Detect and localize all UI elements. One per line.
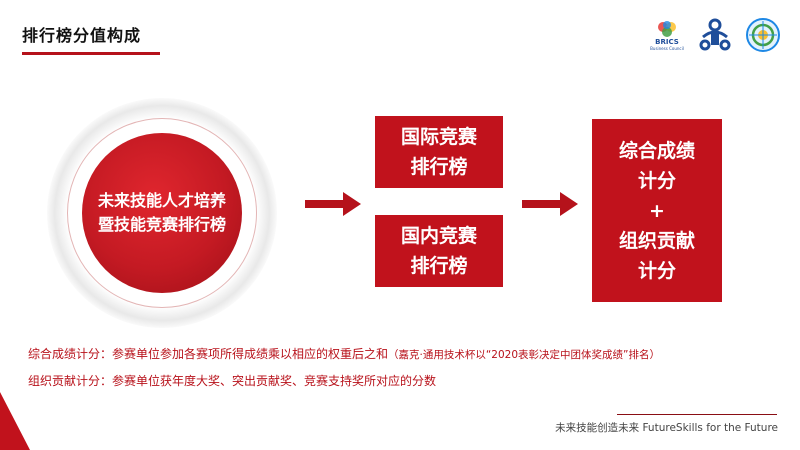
- brics-flower-icon: [658, 20, 676, 37]
- description-line-1: 综合成绩计分：参赛单位参加各赛项所得成绩乘以相应的权重后之和（嘉克·通用技术杯以…: [28, 345, 660, 362]
- globe-logo: [744, 16, 782, 54]
- brics-logo: BRICS Business Council: [648, 16, 686, 54]
- score-composition-box: 综合成绩 计分 + 组织贡献 计分: [592, 119, 722, 302]
- domestic-ranking-box: 国内竞赛 排行榜: [375, 215, 503, 287]
- arrow-right-icon: [522, 192, 578, 216]
- footer-slogan: 未来技能创造未来 FutureSkills for the Future: [555, 422, 778, 434]
- brics-logo-subtext: Business Council: [650, 45, 684, 51]
- page-title: 排行榜分值构成: [22, 26, 142, 45]
- score-plus: +: [649, 199, 665, 222]
- description-line-1-main: 综合成绩计分：参赛单位参加各赛项所得成绩乘以相应的权重后之和: [28, 347, 389, 361]
- title-underline: [22, 52, 160, 55]
- score-line-1: 综合成绩: [618, 139, 695, 162]
- corner-decoration: [0, 392, 30, 450]
- domestic-ranking-line1: 国内竞赛: [400, 225, 477, 247]
- description-line-2: 组织贡献计分：参赛单位获年度大奖、突出贡献奖、竞赛支持奖所对应的分数: [28, 374, 437, 388]
- score-line-4: 计分: [637, 259, 676, 282]
- domestic-ranking-line2: 排行榜: [410, 255, 468, 277]
- international-ranking-line2: 排行榜: [410, 156, 468, 178]
- footer-rule: [617, 414, 777, 415]
- robot-logo: [696, 16, 734, 54]
- international-ranking-box: 国际竞赛 排行榜: [375, 116, 503, 188]
- international-ranking-line1: 国际竞赛: [400, 126, 477, 148]
- description-line-1-note: （嘉克·通用技术杯以“2020表彰决定中团体奖成绩”排名）: [388, 349, 660, 361]
- ranking-circle-text: 未来技能人才培养暨技能竞赛排行榜: [97, 191, 226, 234]
- score-line-2: 计分: [637, 169, 676, 192]
- ranking-circle: 未来技能人才培养暨技能竞赛排行榜: [82, 133, 242, 293]
- robot-emblem-icon: [699, 18, 731, 51]
- brics-logo-text: BRICS: [655, 37, 679, 46]
- arrow-right-icon: [305, 192, 361, 216]
- inner-ring: [67, 118, 257, 308]
- score-line-3: 组织贡献: [618, 229, 695, 252]
- globe-emblem-icon: [746, 18, 780, 52]
- logo-group: BRICS Business Council: [648, 16, 782, 54]
